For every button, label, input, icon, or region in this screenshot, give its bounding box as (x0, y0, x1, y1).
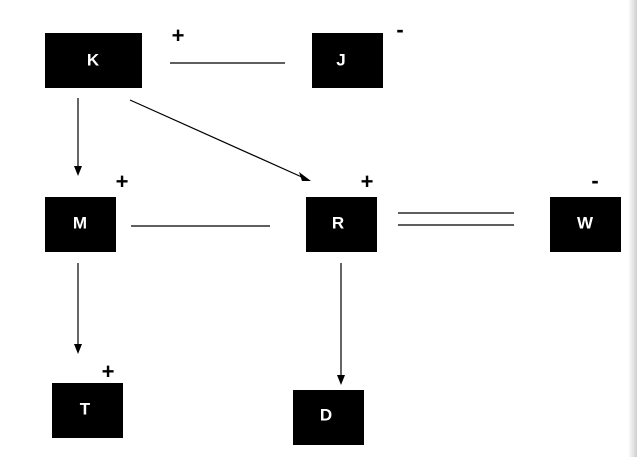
node-w-box (550, 197, 621, 252)
node-d: D (293, 390, 364, 445)
node-w: W - (550, 168, 621, 252)
node-w-label: W (577, 213, 594, 232)
edge-m-t-arrowhead (74, 344, 82, 354)
node-t-label: T (80, 399, 91, 418)
node-k-box (45, 33, 142, 88)
node-m-box (45, 197, 116, 252)
node-r-box (306, 197, 377, 252)
node-k: K + (45, 23, 184, 88)
node-d-box (293, 390, 364, 445)
page-edge-shadow (628, 0, 637, 457)
edge-k-m-arrowhead (74, 166, 82, 176)
node-w-charge: - (591, 168, 598, 193)
node-k-label: K (87, 50, 100, 69)
edge-k-r-arrow (129, 99, 305, 179)
node-m-charge: + (116, 169, 129, 194)
node-t: T + (52, 359, 123, 438)
node-j-box (312, 33, 383, 88)
node-d-label: D (320, 405, 332, 424)
node-k-charge: + (172, 23, 185, 48)
node-m: M + (45, 169, 128, 252)
node-m-label: M (73, 213, 87, 232)
node-t-charge: + (102, 359, 115, 384)
edge-r-d-arrowhead (337, 375, 345, 385)
node-j-charge: - (396, 17, 403, 42)
node-t-box (52, 383, 123, 438)
node-j: J - (312, 17, 404, 88)
node-r-label: R (332, 213, 344, 232)
edge-k-r-arrowhead (299, 172, 311, 181)
node-r: R + (306, 169, 377, 252)
connectors (74, 62, 514, 385)
node-j-label: J (336, 50, 345, 69)
node-r-charge: + (361, 169, 374, 194)
